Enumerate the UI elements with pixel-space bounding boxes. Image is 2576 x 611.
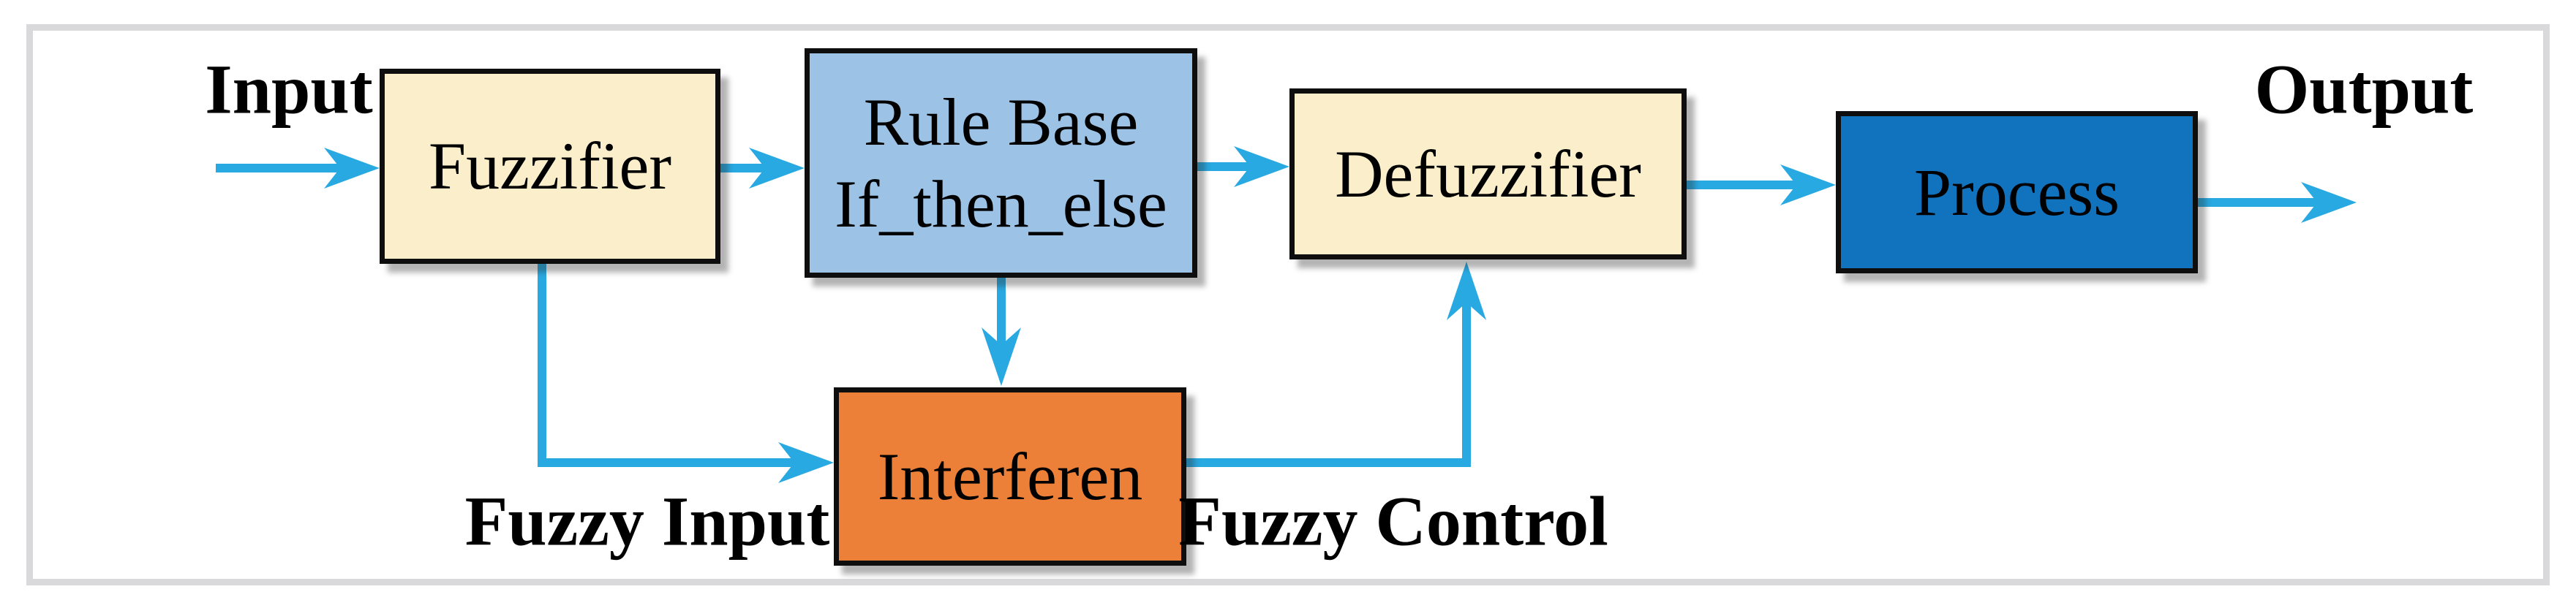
arrow-defuzzifier-to-process — [1687, 164, 1836, 205]
arrow-input-to-fuzzifier — [216, 148, 380, 189]
label-input: Input — [205, 50, 373, 129]
label-output: Output — [2254, 50, 2474, 129]
node-label-line: Interferen — [877, 439, 1143, 514]
label-fuzzy-input: Fuzzy Input — [464, 482, 830, 561]
arrowhead-right-icon — [778, 442, 834, 483]
node-label-line: Process — [1913, 154, 2120, 229]
arrow-process-to-output — [2198, 182, 2357, 223]
node-process: Process — [1836, 111, 2198, 273]
arrowhead-up-icon — [1447, 262, 1486, 320]
arrow-rule-base-to-interferen — [982, 278, 1021, 386]
node-label-line: Defuzzifier — [1335, 136, 1641, 211]
arrowhead-right-icon — [324, 148, 380, 189]
arrowhead-right-icon — [749, 148, 805, 189]
arrowhead-right-icon — [2301, 182, 2357, 223]
label-fuzzy-control: Fuzzy Control — [1178, 482, 1608, 561]
node-label-line: Rule Base — [863, 84, 1139, 159]
node-fuzzifier: Fuzzifier — [380, 69, 720, 264]
node-defuzzifier: Defuzzifier — [1289, 88, 1687, 259]
arrow-interferen-to-defuzzifier — [1186, 262, 1486, 467]
node-interferen: Interferen — [834, 387, 1186, 566]
arrow-shaft — [538, 264, 797, 467]
arrow-fuzzifier-to-rule-base — [720, 148, 805, 189]
arrow-rule-base-to-defuzzifier — [1197, 146, 1289, 187]
arrowhead-right-icon — [1234, 146, 1289, 187]
arrowhead-right-icon — [1780, 164, 1836, 205]
node-label-line: Fuzzifier — [428, 129, 672, 204]
arrow-shaft — [1186, 300, 1471, 467]
arrow-fuzzifier-to-interferen — [538, 264, 834, 483]
arrowhead-down-icon — [982, 327, 1021, 386]
node-label-line: If_then_else — [835, 167, 1167, 241]
